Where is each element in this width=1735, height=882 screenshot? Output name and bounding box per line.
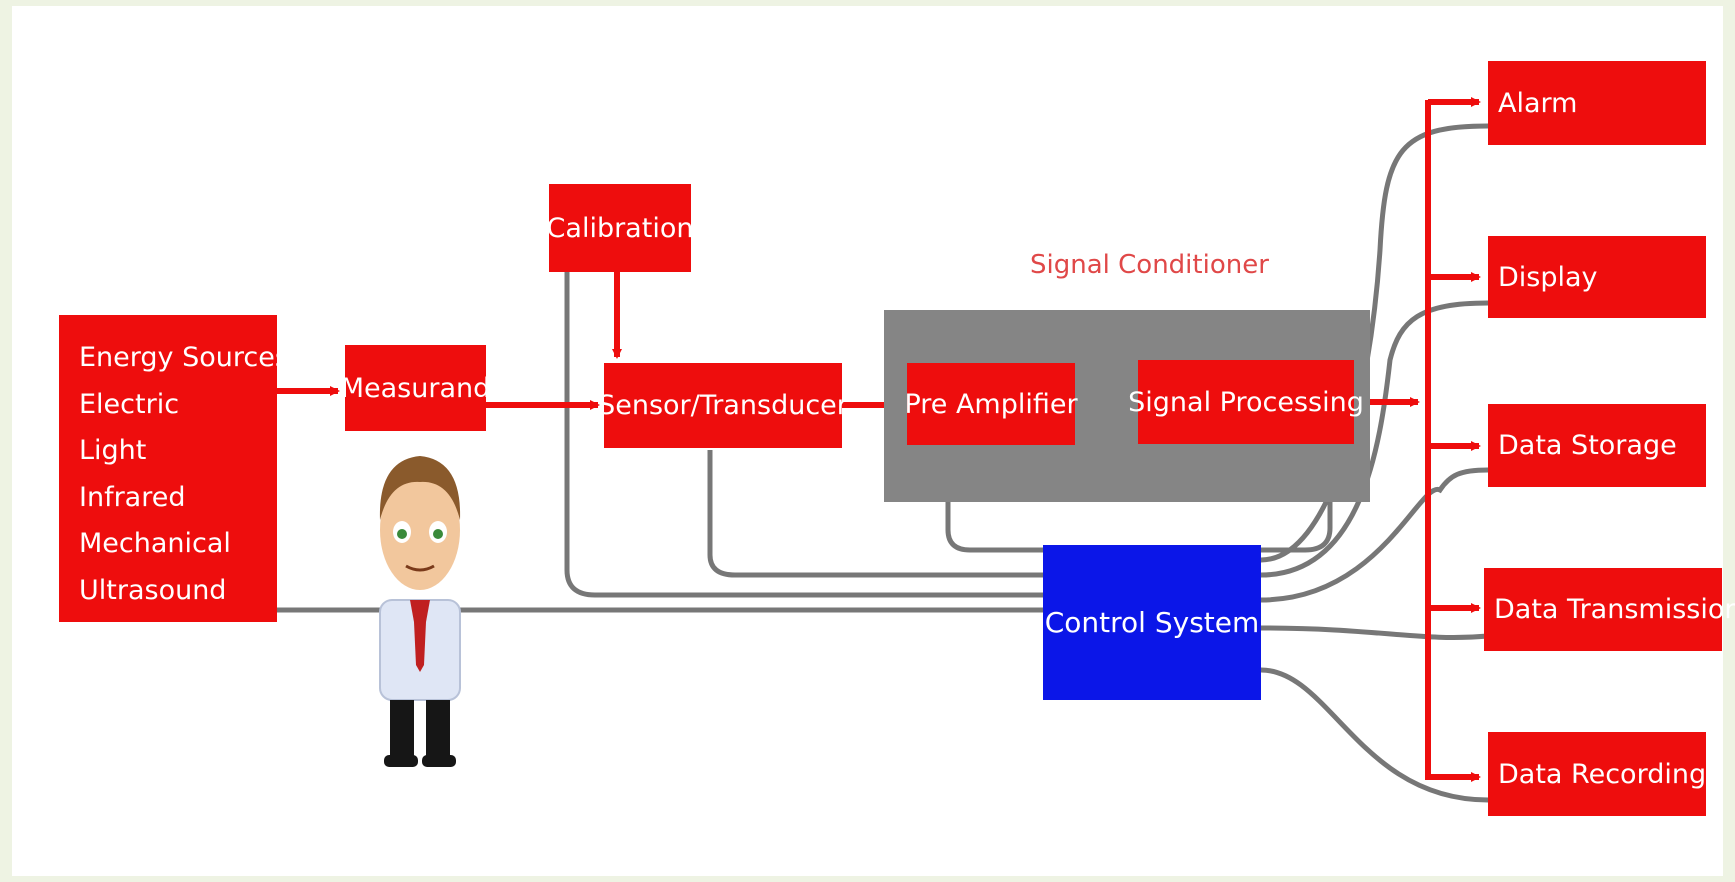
energy-source-item: Infrared <box>79 481 186 513</box>
pre-amplifier-block: Pre Amplifier <box>904 363 1078 445</box>
control-system-block: Control System <box>1043 545 1261 700</box>
pre-amplifier-label: Pre Amplifier <box>904 388 1078 420</box>
energy-sources-block: Energy Sources Electric Light Infrared M… <box>59 315 289 622</box>
output-data-storage: Data Storage <box>1488 404 1706 487</box>
energy-sources-title: Energy Sources <box>79 342 289 373</box>
wire-control-alarm <box>1260 123 1489 563</box>
sensor-transducer-label: Sensor/Transducer <box>598 390 848 421</box>
energy-source-item: Electric <box>79 388 180 420</box>
output-data-transmission: Data Transmission <box>1484 568 1735 651</box>
wire-control-recording <box>1260 667 1489 803</box>
cartoon-person-icon <box>379 456 461 767</box>
calibration-block: Calibration <box>546 184 694 272</box>
wire-control-storage <box>1260 467 1489 603</box>
output-label: Display <box>1498 261 1598 293</box>
output-label: Alarm <box>1498 87 1578 119</box>
output-alarm: Alarm <box>1488 61 1706 145</box>
measurand-label: Measurand <box>340 372 491 404</box>
energy-source-item: Light <box>79 435 147 466</box>
energy-source-item: Ultrasound <box>79 574 227 606</box>
signal-processing-block: Signal Processing <box>1128 360 1364 444</box>
wire-calibration-control <box>564 272 1043 598</box>
control-system-label: Control System <box>1044 606 1260 639</box>
wire-control-transmission <box>1260 625 1489 640</box>
output-label: Data Storage <box>1498 430 1677 461</box>
output-label: Data Transmission <box>1494 594 1735 625</box>
energy-source-item: Mechanical <box>79 528 231 559</box>
wire-preamp-control <box>945 440 1043 553</box>
diagram-canvas <box>12 6 1723 876</box>
output-label: Data Recording <box>1498 758 1707 790</box>
calibration-label: Calibration <box>546 212 694 244</box>
wire-sensor-control <box>707 450 1043 578</box>
sensor-transducer-block: Sensor/Transducer <box>598 363 848 448</box>
signal-processing-label: Signal Processing <box>1128 386 1364 418</box>
output-data-recording: Data Recording <box>1488 732 1706 816</box>
output-display: Display <box>1488 236 1706 318</box>
wire-signalproc-control <box>1261 440 1333 553</box>
measurand-block: Measurand <box>341 345 490 431</box>
signal-conditioner-label: Signal Conditioner <box>1030 250 1269 280</box>
